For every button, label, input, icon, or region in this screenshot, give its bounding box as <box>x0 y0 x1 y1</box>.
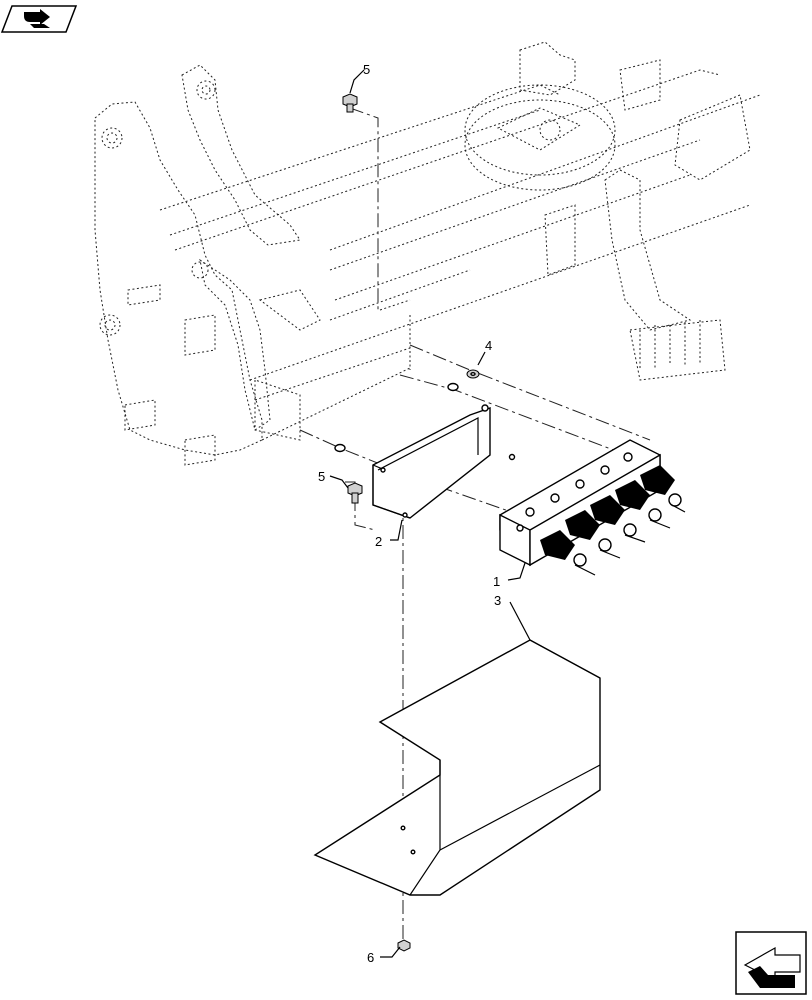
callout-2: 2 <box>375 534 382 549</box>
callout-6: 6 <box>367 950 374 965</box>
callout-3: 3 <box>494 593 501 608</box>
valve-block-part-1 <box>499 439 686 576</box>
previous-page-icon[interactable] <box>0 5 78 33</box>
cover-part-3 <box>313 639 601 896</box>
callout-5-upper: 5 <box>363 62 370 77</box>
bolt-part-5-upper <box>342 93 358 113</box>
washer-upper <box>447 382 459 392</box>
callout-1: 1 <box>493 574 500 589</box>
bolt-part-5-lower <box>347 482 363 504</box>
loader-frame-assembly <box>94 41 761 466</box>
callout-4: 4 <box>485 338 492 353</box>
valve-solenoid-cluster <box>540 465 686 576</box>
bracket-part-2 <box>372 404 516 519</box>
callout-5-lower: 5 <box>318 469 325 484</box>
washer-lower <box>334 443 346 453</box>
callout-leaders <box>329 69 531 958</box>
nut-part-6 <box>397 939 411 952</box>
next-page-icon[interactable] <box>735 931 807 995</box>
washer-part-4 <box>466 369 480 379</box>
